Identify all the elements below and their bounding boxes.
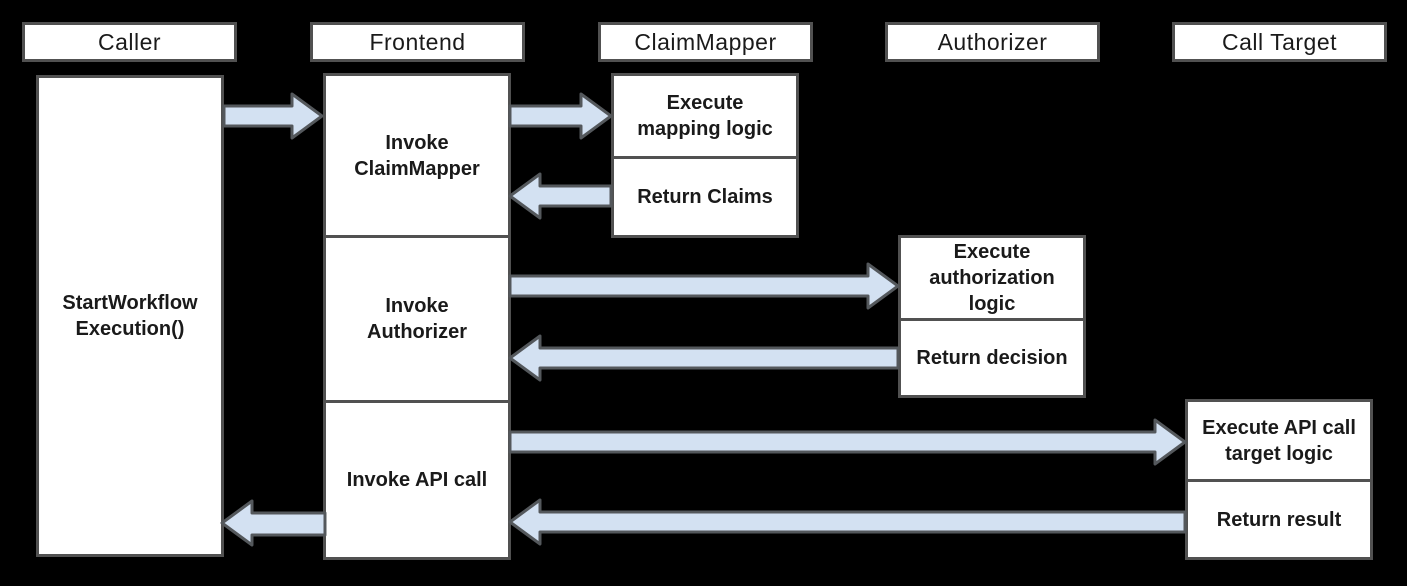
authorizer-activation-stack: Execute authorization logic Return decis… bbox=[898, 235, 1086, 398]
caller-activity-label: StartWorkflow Execution() bbox=[62, 292, 198, 340]
frontend-step-invoke-authorizer: Invoke Authorizer bbox=[326, 235, 508, 400]
authorizer-step-return-decision: Return decision bbox=[901, 318, 1083, 395]
claimmapper-step-return-claims: Return Claims bbox=[614, 156, 796, 235]
arrow-frontend-to-caller bbox=[220, 499, 327, 547]
lane-header-caller: Caller bbox=[22, 22, 237, 62]
call-target-activation-stack: Execute API call target logic Return res… bbox=[1185, 399, 1373, 560]
arrow-claimmapper-to-frontend bbox=[508, 172, 613, 220]
lane-header-caller-label: Caller bbox=[97, 28, 162, 55]
lane-header-authorizer: Authorizer bbox=[885, 22, 1100, 62]
lane-header-frontend-label: Frontend bbox=[369, 28, 466, 55]
lane-header-call-target-label: Call Target bbox=[1221, 28, 1338, 55]
caller-activation-box: StartWorkflow Execution() bbox=[36, 75, 224, 557]
arrow-frontend-to-claimmapper bbox=[508, 92, 613, 140]
lane-header-call-target: Call Target bbox=[1172, 22, 1387, 62]
arrow-caller-to-frontend bbox=[222, 92, 324, 140]
claimmapper-activation-stack: Execute mapping logic Return Claims bbox=[611, 73, 799, 238]
lane-header-frontend: Frontend bbox=[310, 22, 525, 62]
arrow-frontend-to-call-target bbox=[508, 418, 1187, 466]
lane-header-claimmapper: ClaimMapper bbox=[598, 22, 813, 62]
lane-header-claimmapper-label: ClaimMapper bbox=[634, 28, 777, 55]
call-target-step-return-result: Return result bbox=[1188, 479, 1370, 557]
call-target-step-execute-api-call-target-logic: Execute API call target logic bbox=[1202, 416, 1356, 465]
frontend-step-invoke-claimmapper: Invoke ClaimMapper bbox=[354, 131, 480, 180]
lane-header-authorizer-label: Authorizer bbox=[937, 28, 1048, 55]
arrow-authorizer-to-frontend bbox=[508, 334, 900, 382]
claimmapper-step-execute-mapping-logic: Execute mapping logic bbox=[637, 92, 773, 140]
frontend-step-invoke-api-call: Invoke API call bbox=[326, 400, 508, 557]
arrow-frontend-to-authorizer bbox=[508, 262, 900, 310]
frontend-activation-stack: Invoke ClaimMapper Invoke Authorizer Inv… bbox=[323, 73, 511, 560]
arrow-call-target-to-frontend bbox=[508, 498, 1187, 546]
authorizer-step-execute-authorization-logic: Execute authorization logic bbox=[929, 241, 1055, 315]
